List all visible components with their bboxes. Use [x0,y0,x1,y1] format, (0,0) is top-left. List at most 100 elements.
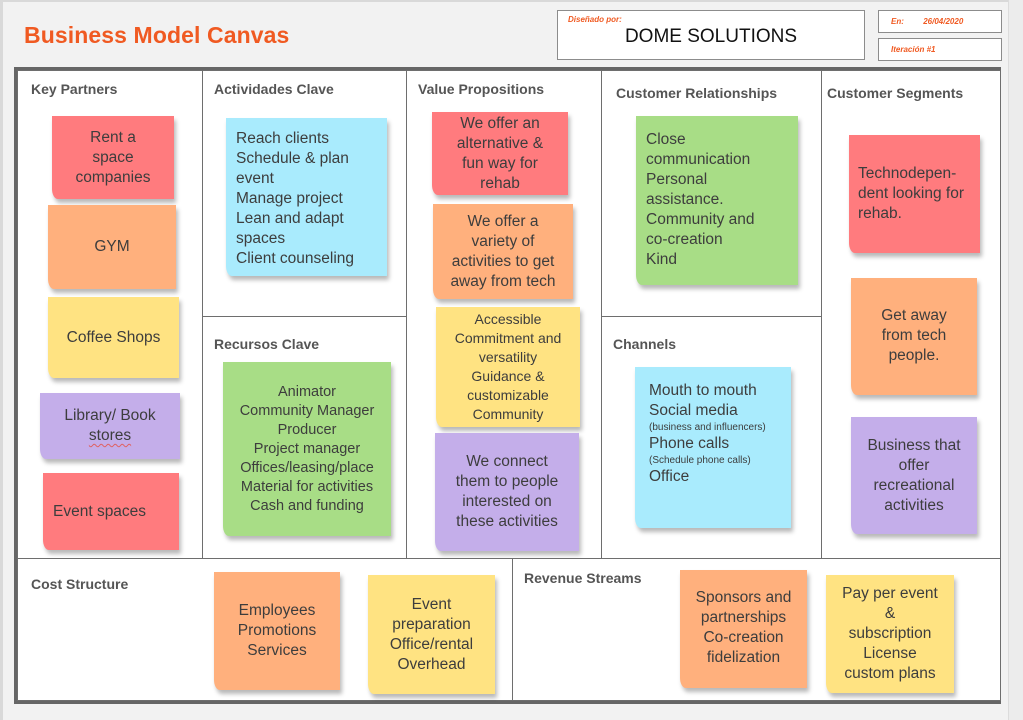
sticky-note[interactable]: Business that offer recreational activit… [851,417,977,534]
date-label: En: [891,17,904,26]
note-line: space [92,148,134,166]
note-line: subscription [848,625,932,642]
section-title: Customer Segments [827,85,964,101]
note-line: We offer an [460,114,540,132]
note-line: rehab. [858,205,902,222]
iteration-box: Iteración #1 [878,38,1002,61]
note-line: offer [898,456,930,474]
note-line: Phone calls [649,435,730,452]
section-value-propositions: Value Propositions We offer an alternati… [406,70,603,560]
note-line: versatility [478,349,538,365]
note-line: Event spaces [53,502,147,520]
note-line: Producer [277,421,337,438]
note-line: Community and [646,211,755,228]
section-title: Actividades Clave [214,81,334,97]
note-line: Business that [867,436,961,454]
note-line: & [884,605,896,622]
note-line: Personal [646,171,708,188]
iteration-label: Iteración #1 [891,45,936,54]
note-line: License [863,645,917,662]
note-line: Employees [238,602,316,619]
sticky-note[interactable]: Close communication Personal assistance.… [636,116,798,285]
section-cost-structure: Cost Structure Employees Promotions Serv… [17,558,514,701]
section-customer-relationships: Customer Relationships Close communicati… [601,70,823,318]
note-line: Get away [881,307,947,324]
section-customer-segments: Customer Segments Technodepen- dent look… [821,70,1001,560]
sticky-note[interactable]: Reach clients Schedule & plan event Mana… [226,118,387,276]
note-line: alternative & [456,134,544,152]
note-line: customizable [467,387,549,403]
sticky-note[interactable]: Mouth to mouth Social media (business an… [635,367,791,528]
note-line: We connect [466,453,548,470]
note-line: Animator [277,383,337,400]
sticky-note[interactable]: Sponsors and partnerships Co-creation fi… [680,570,807,688]
note-line: spaces [236,230,286,247]
note-line: stores [88,427,132,444]
sticky-note[interactable]: Get away from tech people. [851,278,977,395]
section-key-partners: Key Partners Rent a space companies GYM … [17,70,204,560]
note-line: Guidance & [471,368,545,384]
sticky-note[interactable]: Accessible Commitment and versatility Gu… [436,307,580,427]
note-line: Office [649,468,690,485]
sticky-note[interactable]: Event preparation Office/rental Overhead [368,575,495,694]
note-line: Rent a [90,128,136,146]
date-box: En: 26/04/2020 [878,10,1002,33]
note-line: co-creation [646,231,723,248]
sticky-note[interactable]: Coffee Shops [48,297,179,378]
note-line: Reach clients [236,130,330,147]
note-line: interested on [462,493,552,510]
note-line: people. [888,347,940,364]
note-line: dent looking for [858,185,964,202]
note-line: rehab [480,174,520,192]
sticky-note[interactable]: Animator Community Manager Producer Proj… [223,362,391,536]
note-line: recreational [873,476,955,494]
sticky-note[interactable]: GYM [48,205,176,289]
section-key-activities: Actividades Clave Reach clients Schedule… [202,70,408,318]
note-line: Project manager [253,440,361,457]
note-line: Pay per event [842,585,938,602]
section-title: Recursos Clave [214,336,320,352]
note-line: Lean and adapt [236,210,344,227]
note-line: activities [884,496,944,514]
note-line: (business and influencers) [649,422,766,433]
sticky-note[interactable]: Library/ Book stores [40,393,180,459]
note-line: Office/rental [389,635,474,653]
section-title: Revenue Streams [524,570,642,586]
section-revenue-streams: Revenue Streams Sponsors and partnership… [512,558,1001,701]
note-line: Schedule & plan [236,150,349,167]
note-line: Overhead [397,655,466,673]
designed-by-value: DOME SOLUTIONS [624,26,798,47]
note-line: Community [472,406,544,422]
sticky-note[interactable]: Event spaces [43,473,179,550]
note-line: Promotions [237,622,317,639]
business-model-canvas: Key Partners Rent a space companies GYM … [14,67,1001,704]
sticky-note[interactable]: We offer a variety of activities to get … [433,204,573,299]
note-line: Services [247,642,307,659]
note-line: Cash and funding [250,497,364,514]
sticky-note[interactable]: Pay per event & subscription License cus… [826,575,954,693]
sticky-note[interactable]: Employees Promotions Services [214,572,340,690]
sticky-note[interactable]: Rent a space companies [52,116,174,199]
note-line: We offer a [467,212,539,230]
note-line: Client counseling [236,250,355,267]
note-line: GYM [94,238,130,255]
date-value: 26/04/2020 [923,17,964,26]
section-title: Value Propositions [418,81,545,97]
sticky-note[interactable]: Technodepen- dent looking for rehab. [849,135,980,253]
note-line: Sponsors and [695,589,792,606]
note-line: assistance. [646,191,724,208]
note-line: Community Manager [239,402,375,419]
note-line: variety of [471,232,535,250]
sticky-note[interactable]: We offer an alternative & fun way for re… [432,112,568,195]
designed-by-label: Diseñado por: [568,15,622,24]
section-title: Channels [613,336,677,352]
note-line: Close [646,131,686,148]
note-line: Mouth to mouth [649,382,757,399]
note-line: these activities [456,513,558,530]
note-line: event [236,170,274,187]
note-line: (Schedule phone calls) [649,455,751,466]
note-line: Kind [646,251,678,268]
note-line: Technodepen- [858,165,957,182]
sticky-note[interactable]: We connect them to people interested on … [435,433,579,551]
note-line: Event [411,595,452,613]
